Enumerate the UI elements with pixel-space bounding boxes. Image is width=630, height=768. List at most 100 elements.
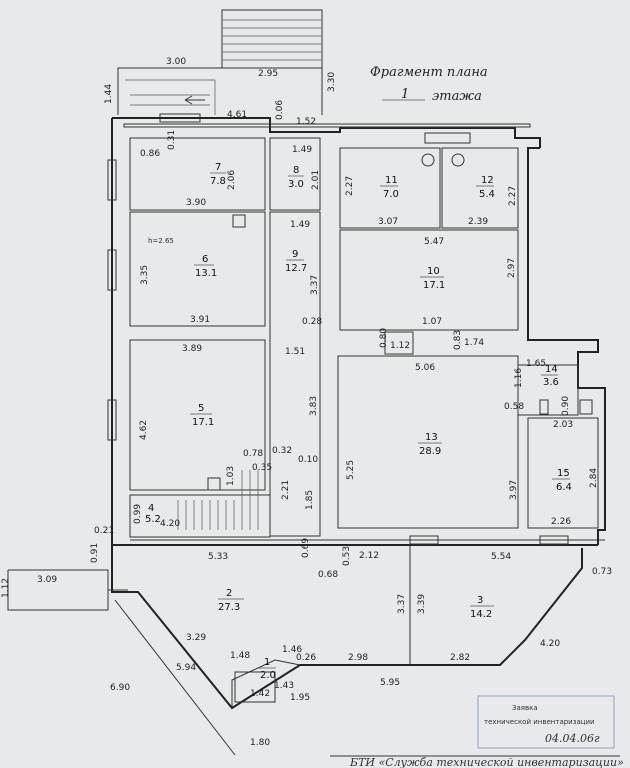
dim-label: 0.73 [592,567,612,577]
dim-label: 3.37 [397,594,407,614]
dim-label: 3.30 [327,72,337,92]
room-3-number: 3 [477,595,483,606]
room-6-number: 6 [202,254,208,265]
dim-label: 4.20 [540,639,560,649]
dim-label: 3.35 [140,265,150,285]
dim-label: 2.27 [345,176,355,196]
dim-label: 1.52 [296,117,316,127]
dim-label: 2.06 [227,170,237,190]
dim-label: 0.53 [342,546,352,566]
dim-label: 1.16 [514,368,524,388]
dim-label: 1.85 [305,490,315,510]
dim-label: 0.06 [275,100,285,120]
room-4-stair [177,470,259,530]
room-9-number: 9 [292,249,298,260]
room-10-number: 10 [427,266,440,277]
dim-label: 5.94 [176,663,196,673]
footer-text: БТИ «Служба технической инвентаризации» [349,756,624,768]
dim-label: 2.01 [311,170,321,190]
room-labels: 1 2.0 2 27.3 3 14.2 4 5.2 5 17.1 h=2.65 … [145,162,572,681]
dim-label: 2.97 [507,258,517,278]
dim-label: 0.26 [296,653,316,663]
dim-label: 1.43 [274,681,294,691]
dim-label: 0.86 [140,149,160,159]
lower-hall [7,545,583,756]
room-2-number: 2 [226,588,232,599]
dim-label: 2.27 [508,186,518,206]
dim-label: 0.80 [379,328,389,348]
dim-label: 3.83 [309,396,319,416]
dim-label: 2.95 [258,69,278,79]
dim-label: 0.10 [298,455,318,465]
room-15-area: 6.4 [556,482,572,493]
room-14-number: 14 [545,364,558,375]
dim-label: 5.95 [380,678,400,688]
dim-label: 0.90 [561,396,571,416]
room-5-area: 17.1 [192,417,214,428]
room-6-area: 13.1 [195,268,217,279]
entrance-porch [117,9,323,115]
dim-label: 0.68 [318,570,338,580]
dim-label: 2.26 [551,517,571,527]
room-2-area: 27.3 [218,602,240,613]
footer: БТИ «Служба технической инвентаризации» [330,755,624,768]
dim-label: 2.03 [553,420,573,430]
dim-label: 0.28 [302,317,322,327]
window-marks [107,113,593,545]
dim-label: 0.31 [167,130,177,150]
dim-label: 2.84 [589,468,599,488]
dim-label: 1.42 [250,689,270,699]
dim-label: 1.49 [290,220,310,230]
room-9-area: 12.7 [285,263,307,274]
floor-number: 1 [401,87,409,102]
dim-label: 0.99 [133,504,143,524]
dim-label: 0.35 [252,463,272,473]
dim-label: 2.82 [450,653,470,663]
room-1-area: 2.0 [260,670,276,681]
dim-label: 1.03 [226,466,236,486]
dim-label: 4.20 [160,519,180,529]
dim-label: 6.90 [110,683,130,693]
dim-label: 5.54 [491,552,511,562]
room-7-area: 7.8 [210,176,226,187]
dim-label: 1.80 [250,738,270,748]
dim-label: 5.25 [346,460,356,480]
building-walls [111,117,606,546]
dim-label: 5.33 [208,552,228,562]
dim-label: 1.12 [390,341,410,351]
dim-label: 1.07 [422,317,442,327]
room-10-area: 17.1 [423,280,445,291]
dim-label: 0.69 [301,538,311,558]
dim-label: 2.12 [359,551,379,561]
dim-label: 0.91 [90,543,100,563]
room-3-area: 14.2 [470,609,492,620]
ceiling-height: h=2.65 [148,237,174,245]
dim-label: 0.78 [243,449,263,459]
dim-label: 0.58 [504,402,524,412]
room-12-area: 5.4 [479,189,495,200]
plan-title-text: Фрагмент плана [370,65,488,80]
dim-label: 1.65 [526,359,546,369]
dim-label: 1.12 [1,578,11,598]
room-5-number: 5 [198,403,204,414]
dim-label: 1.46 [282,645,302,655]
room-8-area: 3.0 [288,179,304,190]
room-11-area: 7.0 [383,189,399,200]
dim-label: 3.09 [37,575,57,585]
room-4-number: 4 [148,503,154,514]
dim-label: 0.21 [94,526,114,536]
dim-label: 2.21 [281,480,291,500]
room-11-number: 11 [385,175,398,186]
dim-label: 3.97 [509,480,519,500]
dim-label: 5.47 [424,237,444,247]
floor-word: этажа [432,89,482,104]
room-12-number: 12 [481,175,494,186]
dim-label: 2.98 [348,653,368,663]
dim-label: 1.49 [292,145,312,155]
dim-label: 0.83 [453,330,463,350]
room-1-number: 1 [264,657,270,668]
dim-label: 3.89 [182,344,202,354]
room-13-number: 13 [425,432,438,443]
dim-label: 3.07 [378,217,398,227]
stamp-line-1: Заявка [512,704,538,712]
